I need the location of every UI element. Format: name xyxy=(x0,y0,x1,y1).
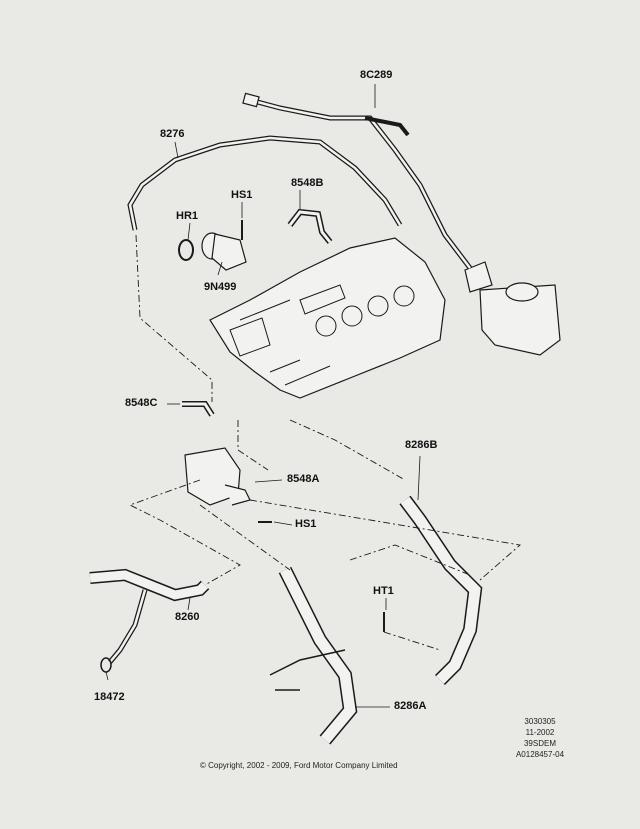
label-HS1-mid: HS1 xyxy=(295,518,317,530)
label-8548B: 8548B xyxy=(291,177,324,189)
label-8548C: 8548C xyxy=(125,397,158,409)
hose-8C289 xyxy=(249,97,472,270)
leader-line xyxy=(105,671,109,681)
label-8548A: 8548A xyxy=(287,473,320,485)
leader-line xyxy=(174,141,179,159)
connector-line xyxy=(349,544,471,576)
engine-block xyxy=(209,237,446,399)
connector-line xyxy=(249,499,522,581)
hose-8276 xyxy=(127,135,403,231)
leader-line xyxy=(217,261,223,276)
coolant-reservoir xyxy=(464,261,561,356)
leader-line xyxy=(187,222,191,241)
label-HS1-top: HS1 xyxy=(231,189,253,201)
connector-line xyxy=(289,419,406,481)
label-18472: 18472 xyxy=(94,691,125,703)
leader-line xyxy=(417,455,421,501)
label-8260: 8260 xyxy=(175,611,200,623)
label-8286A: 8286A xyxy=(394,700,427,712)
label-9N499: 9N499 xyxy=(204,281,237,293)
housing-9N499 xyxy=(201,232,247,271)
leader-line xyxy=(187,597,191,611)
ring-HR1 xyxy=(178,239,194,261)
label-HR1: HR1 xyxy=(176,210,199,222)
connector-line xyxy=(128,479,241,586)
clamp-18472 xyxy=(100,657,112,673)
stamp-line: 11-2002 xyxy=(525,728,555,737)
copyright-notice: © Copyright, 2002 - 2009, Ford Motor Com… xyxy=(200,761,398,770)
stamp-line: 3030305 xyxy=(524,717,556,726)
connector-line xyxy=(237,420,269,471)
leader-line xyxy=(273,521,293,526)
document-stamp: 3030305 11-2002 39SDEM A0128457-04 xyxy=(500,716,580,760)
thermostat-housing xyxy=(184,447,251,506)
connector-line xyxy=(199,504,291,571)
stamp-line: 39SDEM xyxy=(523,739,556,748)
connector-line xyxy=(383,631,441,651)
label-8276: 8276 xyxy=(160,128,185,140)
connector-line xyxy=(135,234,213,402)
stamp-line: A0128457-04 xyxy=(515,750,565,759)
label-8C289: 8C289 xyxy=(360,69,393,81)
leader-line xyxy=(254,479,283,483)
label-HT1: HT1 xyxy=(373,585,394,597)
label-8286B: 8286B xyxy=(405,439,438,451)
